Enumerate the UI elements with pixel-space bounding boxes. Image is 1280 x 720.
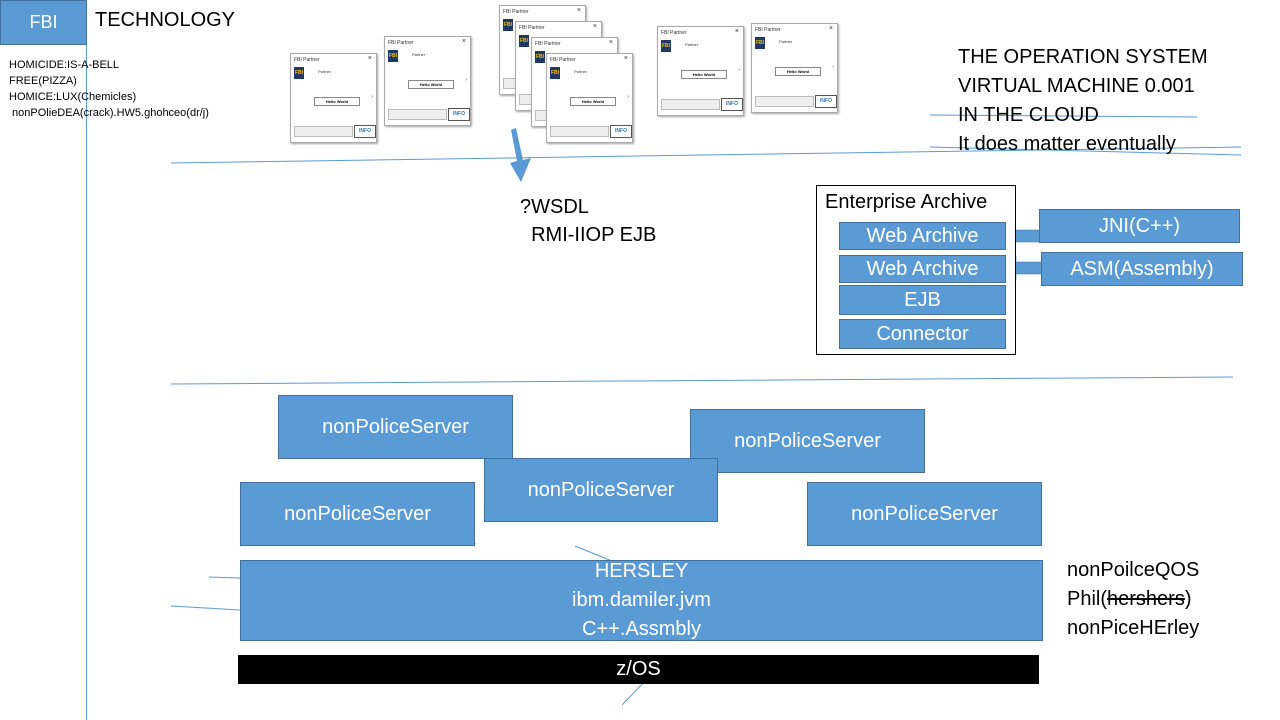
close-icon: × (367, 55, 372, 62)
server-box: nonPoliceServer (807, 482, 1042, 546)
chevron-right-icon: › (832, 64, 834, 70)
runtime-line: HERSLEY (594, 560, 689, 582)
fbi-label-box: FBI (0, 0, 87, 45)
operation-line: THE OPERATION SYSTEM (958, 46, 1208, 68)
fbi-partner-dialog: FBI Partner × FBI Partner › Hello World … (546, 53, 633, 143)
close-icon: × (576, 7, 581, 14)
dialog-title: FBI Partner (535, 41, 561, 47)
close-icon: × (734, 28, 739, 35)
protocol-labels: ?WSDL RMI-IIOP EJB (520, 193, 656, 249)
ejb-box: EJB (839, 285, 1006, 315)
qos-line: nonPoilceQOS (1067, 559, 1200, 581)
fbi-logo-icon: FBI (755, 37, 765, 49)
fbi-logo-icon: FBI (503, 19, 513, 31)
server-box: nonPoliceServer (690, 409, 925, 473)
dialog-input (388, 109, 447, 120)
note-item: HOMICIDE:IS-A-BELL (9, 59, 120, 71)
dialog-title: FBI Partner (519, 25, 545, 31)
chevron-right-icon: › (371, 94, 373, 100)
phil-line: Phil(hershers) (1067, 585, 1199, 614)
close-icon: × (623, 55, 628, 62)
fbi-logo-icon: FBI (661, 40, 671, 52)
dialog-title: FBI Partner (294, 57, 320, 63)
dialog-partner-label: Partner (412, 52, 426, 57)
note-item: nonPOlieDEA(crack).HW5.ghohceo(dr/j) (9, 107, 209, 119)
hello-world-label: Hello World (314, 97, 360, 106)
chevron-right-icon: › (465, 77, 467, 83)
dialog-info-button: INFO (448, 108, 470, 121)
chevron-right-icon: › (738, 67, 740, 73)
runtime-line: C++.Assmbly (582, 618, 701, 640)
dialog-title: FBI Partner (388, 40, 414, 46)
operation-line: VIRTUAL MACHINE 0.001 (958, 75, 1195, 97)
dialog-input (755, 96, 814, 107)
dialog-info-button: INFO (610, 125, 632, 138)
dialog-partner-label: Partner (574, 69, 588, 74)
dialog-info-button: INFO (354, 125, 376, 138)
zos-bar: z/OS (238, 655, 1039, 684)
operation-line: IN THE CLOUD (958, 104, 1099, 126)
dialog-title: FBI Partner (755, 27, 781, 33)
server-box: nonPoliceServer (278, 395, 513, 459)
hello-world-label: Hello World (408, 80, 454, 89)
fbi-partner-dialog: FBI Partner × FBI Partner › Hello World … (751, 23, 838, 113)
fbi-partner-dialog: FBI Partner × FBI Partner › Hello World … (290, 53, 377, 143)
notes-list: HOMICIDE:IS-A-BELL FREE(PIZZA) HOMICE:LU… (9, 57, 209, 121)
hello-world-label: Hello World (681, 70, 727, 79)
fbi-partner-dialog: FBI Partner × FBI Partner › Hello World … (657, 26, 744, 116)
wsdl-label: ?WSDL (520, 196, 589, 218)
dialog-title: FBI Partner (550, 57, 576, 63)
runtime-line: ibm.damiler.jvm (572, 589, 711, 611)
fbi-logo-icon: FBI (388, 50, 398, 62)
vertical-divider (86, 45, 87, 720)
technology-title: TECHNOLOGY (95, 9, 236, 31)
runtime-box: HERSLEY ibm.damiler.jvm C++.Assmbly (240, 560, 1043, 641)
fbi-logo-icon: FBI (535, 51, 545, 63)
phil-suffix: ) (1184, 588, 1192, 610)
enterprise-archive-title: Enterprise Archive (825, 191, 988, 213)
note-item: HOMICE:LUX(Chemicles) (9, 91, 137, 103)
hello-world-label: Hello World (775, 67, 821, 76)
phil-struck-text: hershers (1107, 588, 1185, 610)
dialog-title: FBI Partner (661, 30, 687, 36)
qos-line: nonPiceHErley (1067, 617, 1200, 639)
chevron-right-icon: › (627, 94, 629, 100)
close-icon: × (461, 38, 466, 45)
dialog-title: FBI Partner (503, 9, 529, 15)
dialog-info-button: INFO (815, 95, 837, 108)
fbi-partner-dialog: FBI Partner × FBI Partner › Hello World … (384, 36, 471, 126)
fbi-logo-icon: FBI (294, 67, 304, 79)
phil-prefix: Phil( (1067, 588, 1108, 610)
close-icon: × (828, 25, 833, 32)
jni-box: JNI(C++) (1039, 209, 1240, 243)
asm-box: ASM(Assembly) (1041, 252, 1243, 286)
web-archive-box: Web Archive (839, 255, 1006, 283)
dialog-partner-label: Partner (779, 39, 793, 44)
close-icon: × (608, 39, 613, 46)
dialog-input (661, 99, 720, 110)
operation-system-text: THE OPERATION SYSTEM VIRTUAL MACHINE 0.0… (958, 43, 1208, 159)
connector-box: Connector (839, 319, 1006, 349)
rmi-iiop-label: RMI-IIOP EJB (520, 224, 657, 246)
server-box: nonPoliceServer (484, 458, 718, 522)
server-box: nonPoliceServer (240, 482, 475, 546)
hello-world-label: Hello World (570, 97, 616, 106)
dialog-partner-label: Partner (318, 69, 332, 74)
qos-labels: nonPoilceQOS Phil(hershers) nonPiceHErle… (1067, 556, 1199, 643)
dialog-input (550, 126, 609, 137)
dialog-partner-label: Partner (685, 42, 699, 47)
note-item: FREE(PIZZA) (9, 75, 77, 87)
close-icon: × (592, 23, 597, 30)
dialog-input (294, 126, 353, 137)
dialog-info-button: INFO (721, 98, 743, 111)
fbi-logo-icon: FBI (519, 35, 529, 47)
operation-line: It does matter eventually (958, 133, 1176, 155)
fbi-logo-icon: FBI (550, 67, 560, 79)
web-archive-box: Web Archive (839, 222, 1006, 250)
